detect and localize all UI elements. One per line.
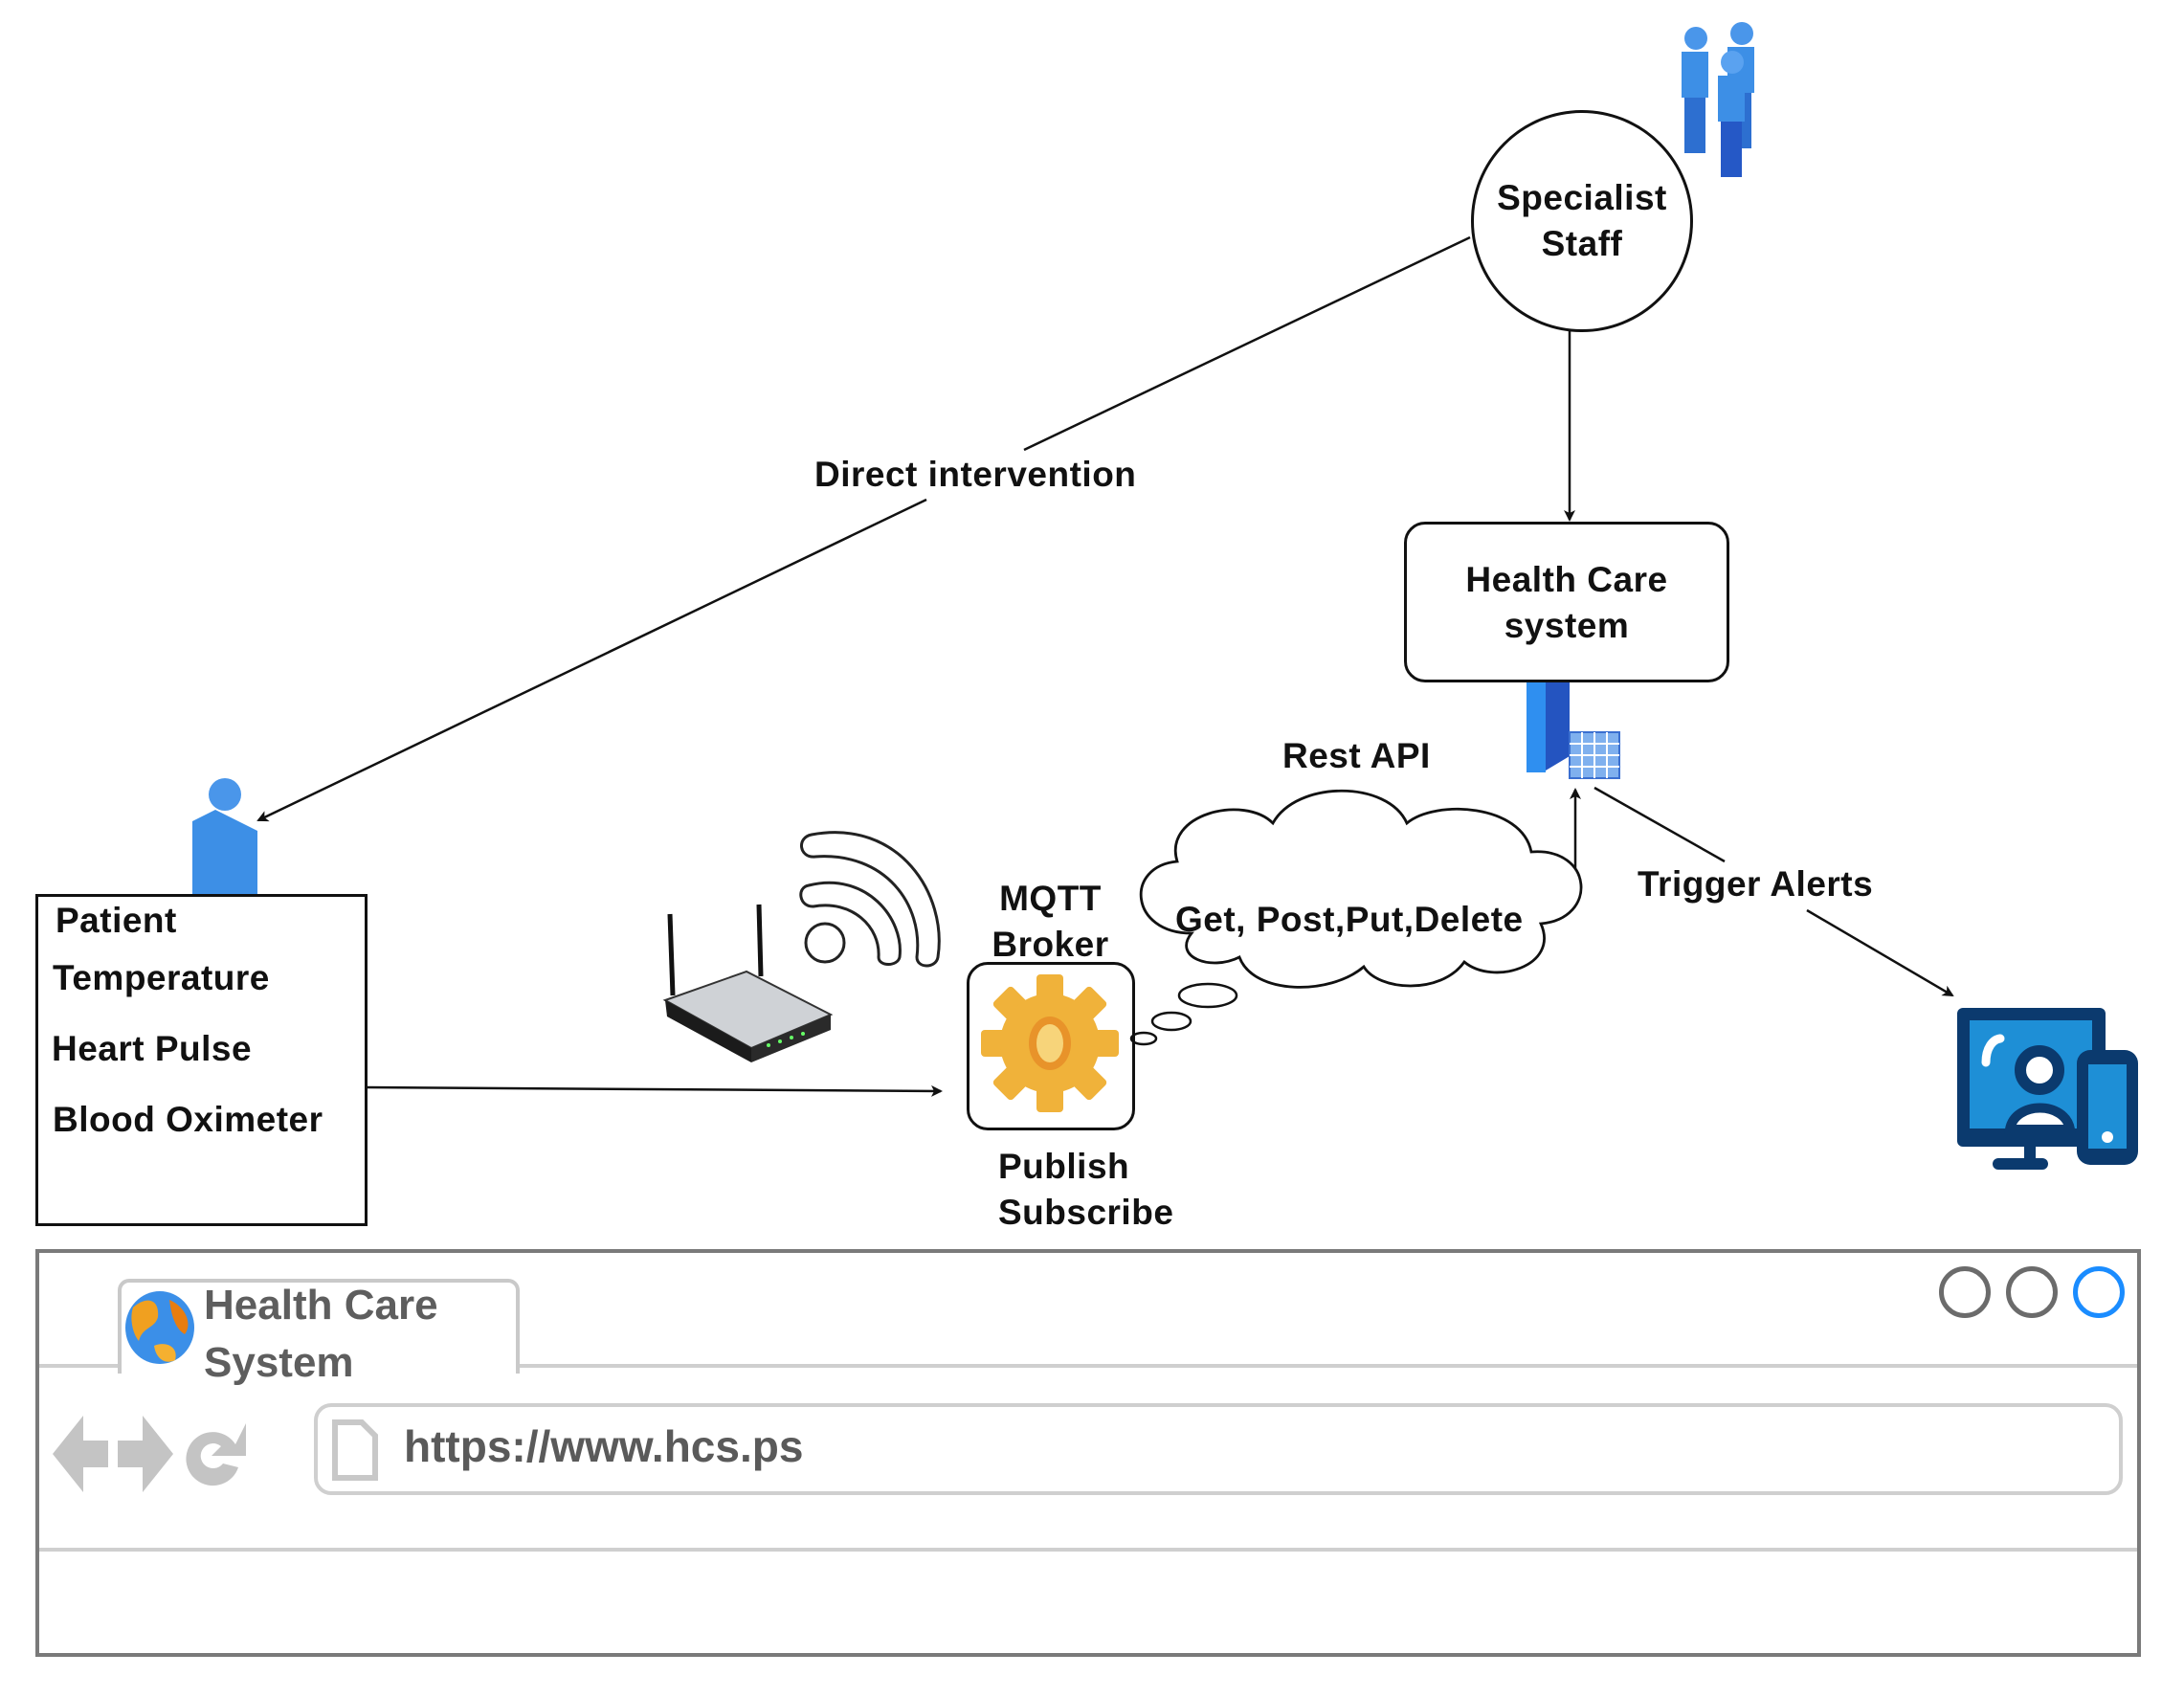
direct-intervention-label: Direct intervention <box>814 455 1137 494</box>
wifi-signal-icon <box>799 831 941 968</box>
url-text: https://www.hcs.ps <box>404 1421 804 1471</box>
thought-bubble-medium <box>1150 1011 1192 1032</box>
forward-arrow-icon[interactable] <box>116 1416 173 1492</box>
browser-tab[interactable]: Health Care System <box>118 1279 520 1386</box>
patient-title: Patient <box>56 901 177 940</box>
rest-api-methods: Get, Post,Put,Delete <box>1175 900 1524 939</box>
sensor-heart-pulse: Heart Pulse <box>52 1029 253 1068</box>
trigger-alerts-line-lower <box>1806 908 1954 997</box>
back-arrow-icon[interactable] <box>53 1416 110 1492</box>
publish-label: Publish <box>998 1147 1130 1186</box>
specialist-label-line2: Staff <box>1541 224 1623 263</box>
direct-intervention-line-lower <box>256 498 927 822</box>
patient-sensors-box <box>35 894 368 1226</box>
page-icon <box>332 1419 378 1481</box>
subscribe-label: Subscribe <box>998 1193 1174 1232</box>
address-bar[interactable]: https://www.hcs.ps <box>314 1403 2123 1495</box>
toolbar-divider <box>39 1548 2137 1552</box>
tab-title-line1: Health Care <box>204 1282 438 1329</box>
minimize-button[interactable] <box>1939 1266 1991 1318</box>
staff-group-icon <box>1682 22 1754 177</box>
tab-title: Health Care System <box>204 1277 438 1392</box>
monitor-phone-user-icon <box>1957 1008 2138 1170</box>
gear-icon <box>981 974 1119 1112</box>
sensor-temperature: Temperature <box>53 958 270 997</box>
rest-api-label: Rest API <box>1282 736 1431 775</box>
globe-icon <box>125 1291 194 1364</box>
server-database-icon <box>1527 660 1620 779</box>
mqtt-label-line2: Broker <box>992 925 1109 964</box>
rest-api-cloud <box>1139 789 1583 989</box>
mqtt-label-line1: MQTT <box>999 879 1102 918</box>
patient-to-mqtt-arrow <box>359 1084 943 1097</box>
maximize-button[interactable] <box>2006 1266 2058 1318</box>
trigger-alerts-label: Trigger Alerts <box>1638 864 1874 904</box>
close-button[interactable] <box>2073 1266 2125 1318</box>
specialist-label-line1: Specialist <box>1497 178 1667 217</box>
hcs-label-line1: Health Care <box>1465 560 1668 599</box>
health-care-system-node: Health Care system <box>1404 522 1729 682</box>
publish-subscribe-caption: Publish Subscribe <box>998 1144 1173 1236</box>
thought-bubble-large <box>1177 982 1238 1009</box>
hcs-label-line2: system <box>1504 606 1630 645</box>
sensor-blood-oximeter: Blood Oximeter <box>53 1100 323 1139</box>
direct-intervention-line-upper <box>1023 235 1471 452</box>
wifi-router-icon <box>662 904 834 1062</box>
browser-window: Health Care System https://www.hcs.ps <box>35 1249 2141 1657</box>
specialist-staff-node: Specialist Staff <box>1471 110 1693 332</box>
tab-strip-divider <box>39 1364 2137 1368</box>
reload-icon[interactable] <box>183 1418 250 1494</box>
trigger-alerts-line-upper <box>1593 786 1726 863</box>
page-content-area <box>39 1552 2137 1653</box>
mqtt-broker-node <box>967 962 1135 1130</box>
thought-bubble-small <box>1129 1031 1158 1046</box>
mqtt-broker-label: MQTT Broker <box>986 876 1115 968</box>
tab-title-line2: System <box>204 1339 354 1386</box>
